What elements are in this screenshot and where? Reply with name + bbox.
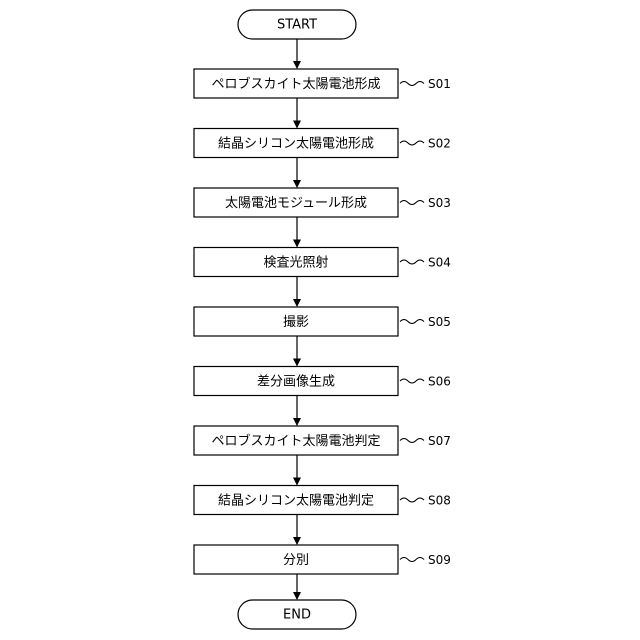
start-label: START <box>277 18 317 33</box>
process-label: ペロブスカイト太陽電池判定 <box>211 433 380 449</box>
step-id: S01 <box>428 77 451 91</box>
process-label: 撮影 <box>283 314 309 330</box>
step-id: S06 <box>428 375 451 389</box>
step-leader-line <box>400 439 424 443</box>
process-step: ペロブスカイト太陽電池形成 S01 <box>194 69 451 98</box>
start-terminal: START <box>238 10 356 39</box>
process-label: 分別 <box>283 553 309 568</box>
step-id: S09 <box>428 553 451 567</box>
process-step: 結晶シリコン太陽電池形成 S02 <box>194 129 451 158</box>
step-leader-line <box>400 141 424 145</box>
process-steps: ペロブスカイト太陽電池形成 S01 結晶シリコン太陽電池形成 S02 太陽電池モジュール… <box>194 39 451 599</box>
step-id: S03 <box>428 196 451 210</box>
step-id: S08 <box>428 494 451 508</box>
process-label: ペロブスカイト太陽電池形成 <box>211 76 380 92</box>
step-leader-line <box>400 201 424 205</box>
step-leader-line <box>400 558 424 562</box>
step-leader-line <box>400 260 424 264</box>
process-step: 検査光照射 S04 <box>194 248 451 277</box>
process-step: 分別 S09 <box>194 545 451 574</box>
process-label: 差分画像生成 <box>257 375 335 390</box>
process-step: 結晶シリコン太陽電池判定 S08 <box>194 486 451 515</box>
process-label: 検査光照射 <box>263 255 328 271</box>
end-label: END <box>283 608 311 623</box>
process-step: 差分画像生成 S06 <box>194 367 451 396</box>
end-terminal: END <box>238 600 356 629</box>
step-leader-line <box>400 498 424 502</box>
step-leader-line <box>400 82 424 86</box>
process-step: ペロブスカイト太陽電池判定 S07 <box>194 426 451 455</box>
step-leader-line <box>400 320 424 324</box>
step-id: S05 <box>428 315 451 329</box>
step-id: S04 <box>428 256 451 270</box>
process-step: 撮影 S05 <box>194 307 451 336</box>
step-id: S07 <box>428 434 451 448</box>
step-id: S02 <box>428 137 451 151</box>
process-label: 太陽電池モジュール形成 <box>225 196 367 211</box>
process-label: 結晶シリコン太陽電池形成 <box>218 137 374 152</box>
step-leader-line <box>400 379 424 383</box>
process-step: 太陽電池モジュール形成 S03 <box>194 188 451 217</box>
process-label: 結晶シリコン太陽電池判定 <box>218 494 374 509</box>
